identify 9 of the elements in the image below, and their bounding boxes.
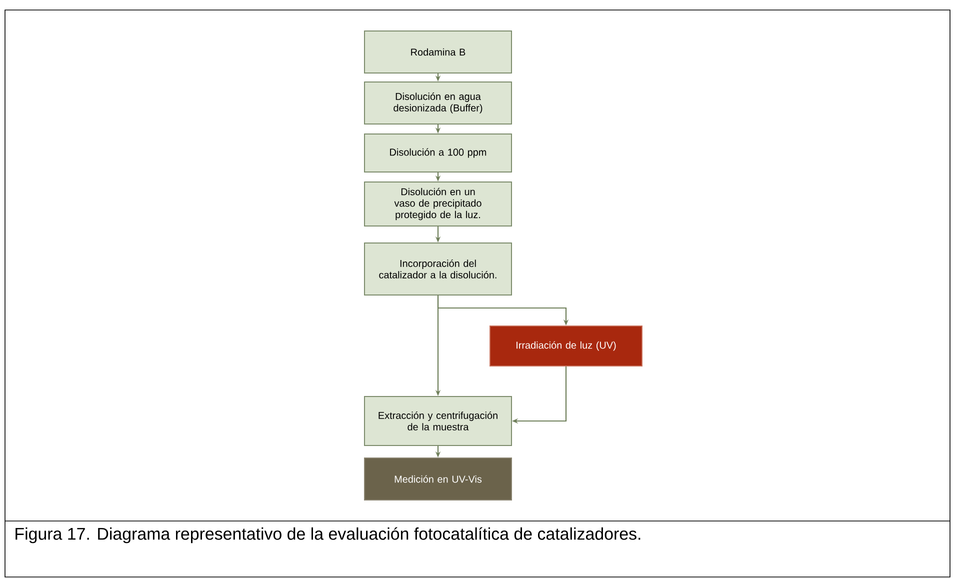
process-box: Incorporación del catalizador a la disolución. (364, 242, 512, 296)
process-box: Rodamina B (364, 30, 512, 74)
result-box: Medición en UV-Vis (364, 458, 512, 500)
process-box: Irradiación de luz (UV) (490, 326, 642, 366)
process-box: Extracción y centrifugación de la muestra (364, 396, 512, 446)
process-box: Disolución en un vaso de precipitado protegido de la luz. (364, 182, 512, 226)
caption: Figura 17. Diagrama representativo de la evaluación fotocatalítica de catalizadores. (16, 527, 640, 544)
process-box: Disolución en agua desionizada (Buffer) (364, 82, 512, 124)
process-box: Disolución a 100 ppm (364, 134, 512, 172)
